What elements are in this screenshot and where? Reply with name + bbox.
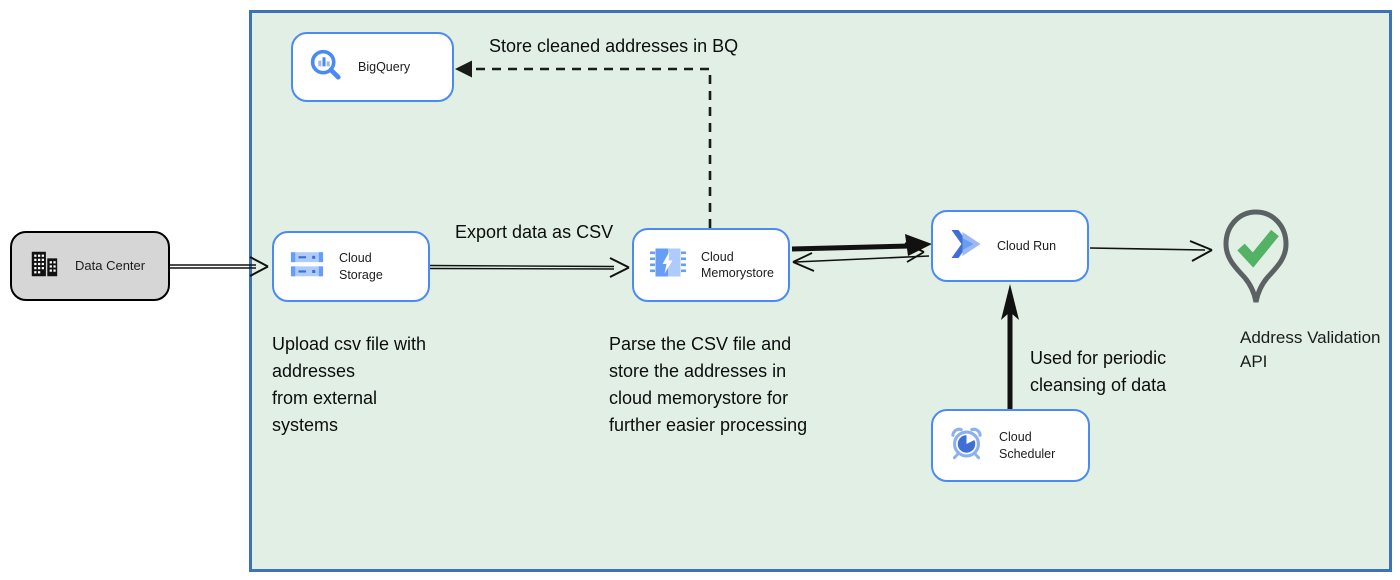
node-address-validation[interactable] (1218, 206, 1294, 329)
annotation-parse-note: Parse the CSV file and store the address… (609, 334, 808, 435)
cloud-run-chevron-icon (949, 229, 982, 264)
system-boundary-container (249, 10, 1392, 572)
node-label: BigQuery (358, 59, 411, 74)
building-icon (28, 249, 60, 284)
node-label: Cloud Run (997, 238, 1057, 253)
annotation-upload-note: Upload csv file with addresses from exte… (272, 334, 427, 435)
map-pin-check-icon (1218, 209, 1294, 328)
annotation-export-csv: Export data as CSV (455, 222, 614, 242)
node-cloud-storage[interactable]: Cloud Storage (272, 231, 430, 302)
annotation-store-bq: Store cleaned addresses in BQ (489, 36, 739, 56)
annotation-periodic-note: Used for periodic cleansing of data (1030, 348, 1167, 395)
memorystore-chip-icon (650, 247, 686, 283)
node-data-center[interactable]: Data Center (10, 231, 170, 301)
node-label: Cloud Scheduler (999, 430, 1056, 461)
storage-buckets-icon (290, 251, 324, 283)
bigquery-magnifier-icon (309, 48, 343, 87)
node-cloud-run[interactable]: Cloud Run (931, 210, 1089, 282)
address-validation-label: Address Validation API (1240, 328, 1381, 371)
node-bigquery[interactable]: BigQuery (291, 32, 454, 102)
scheduler-clock-icon (949, 426, 984, 465)
node-label: Cloud Storage (339, 251, 383, 282)
node-label: Cloud Memorystore (701, 249, 774, 280)
node-label: Data Center (75, 257, 146, 273)
node-cloud-memorystore[interactable]: Cloud Memorystore (632, 228, 790, 302)
node-cloud-scheduler[interactable]: Cloud Scheduler (931, 409, 1090, 482)
